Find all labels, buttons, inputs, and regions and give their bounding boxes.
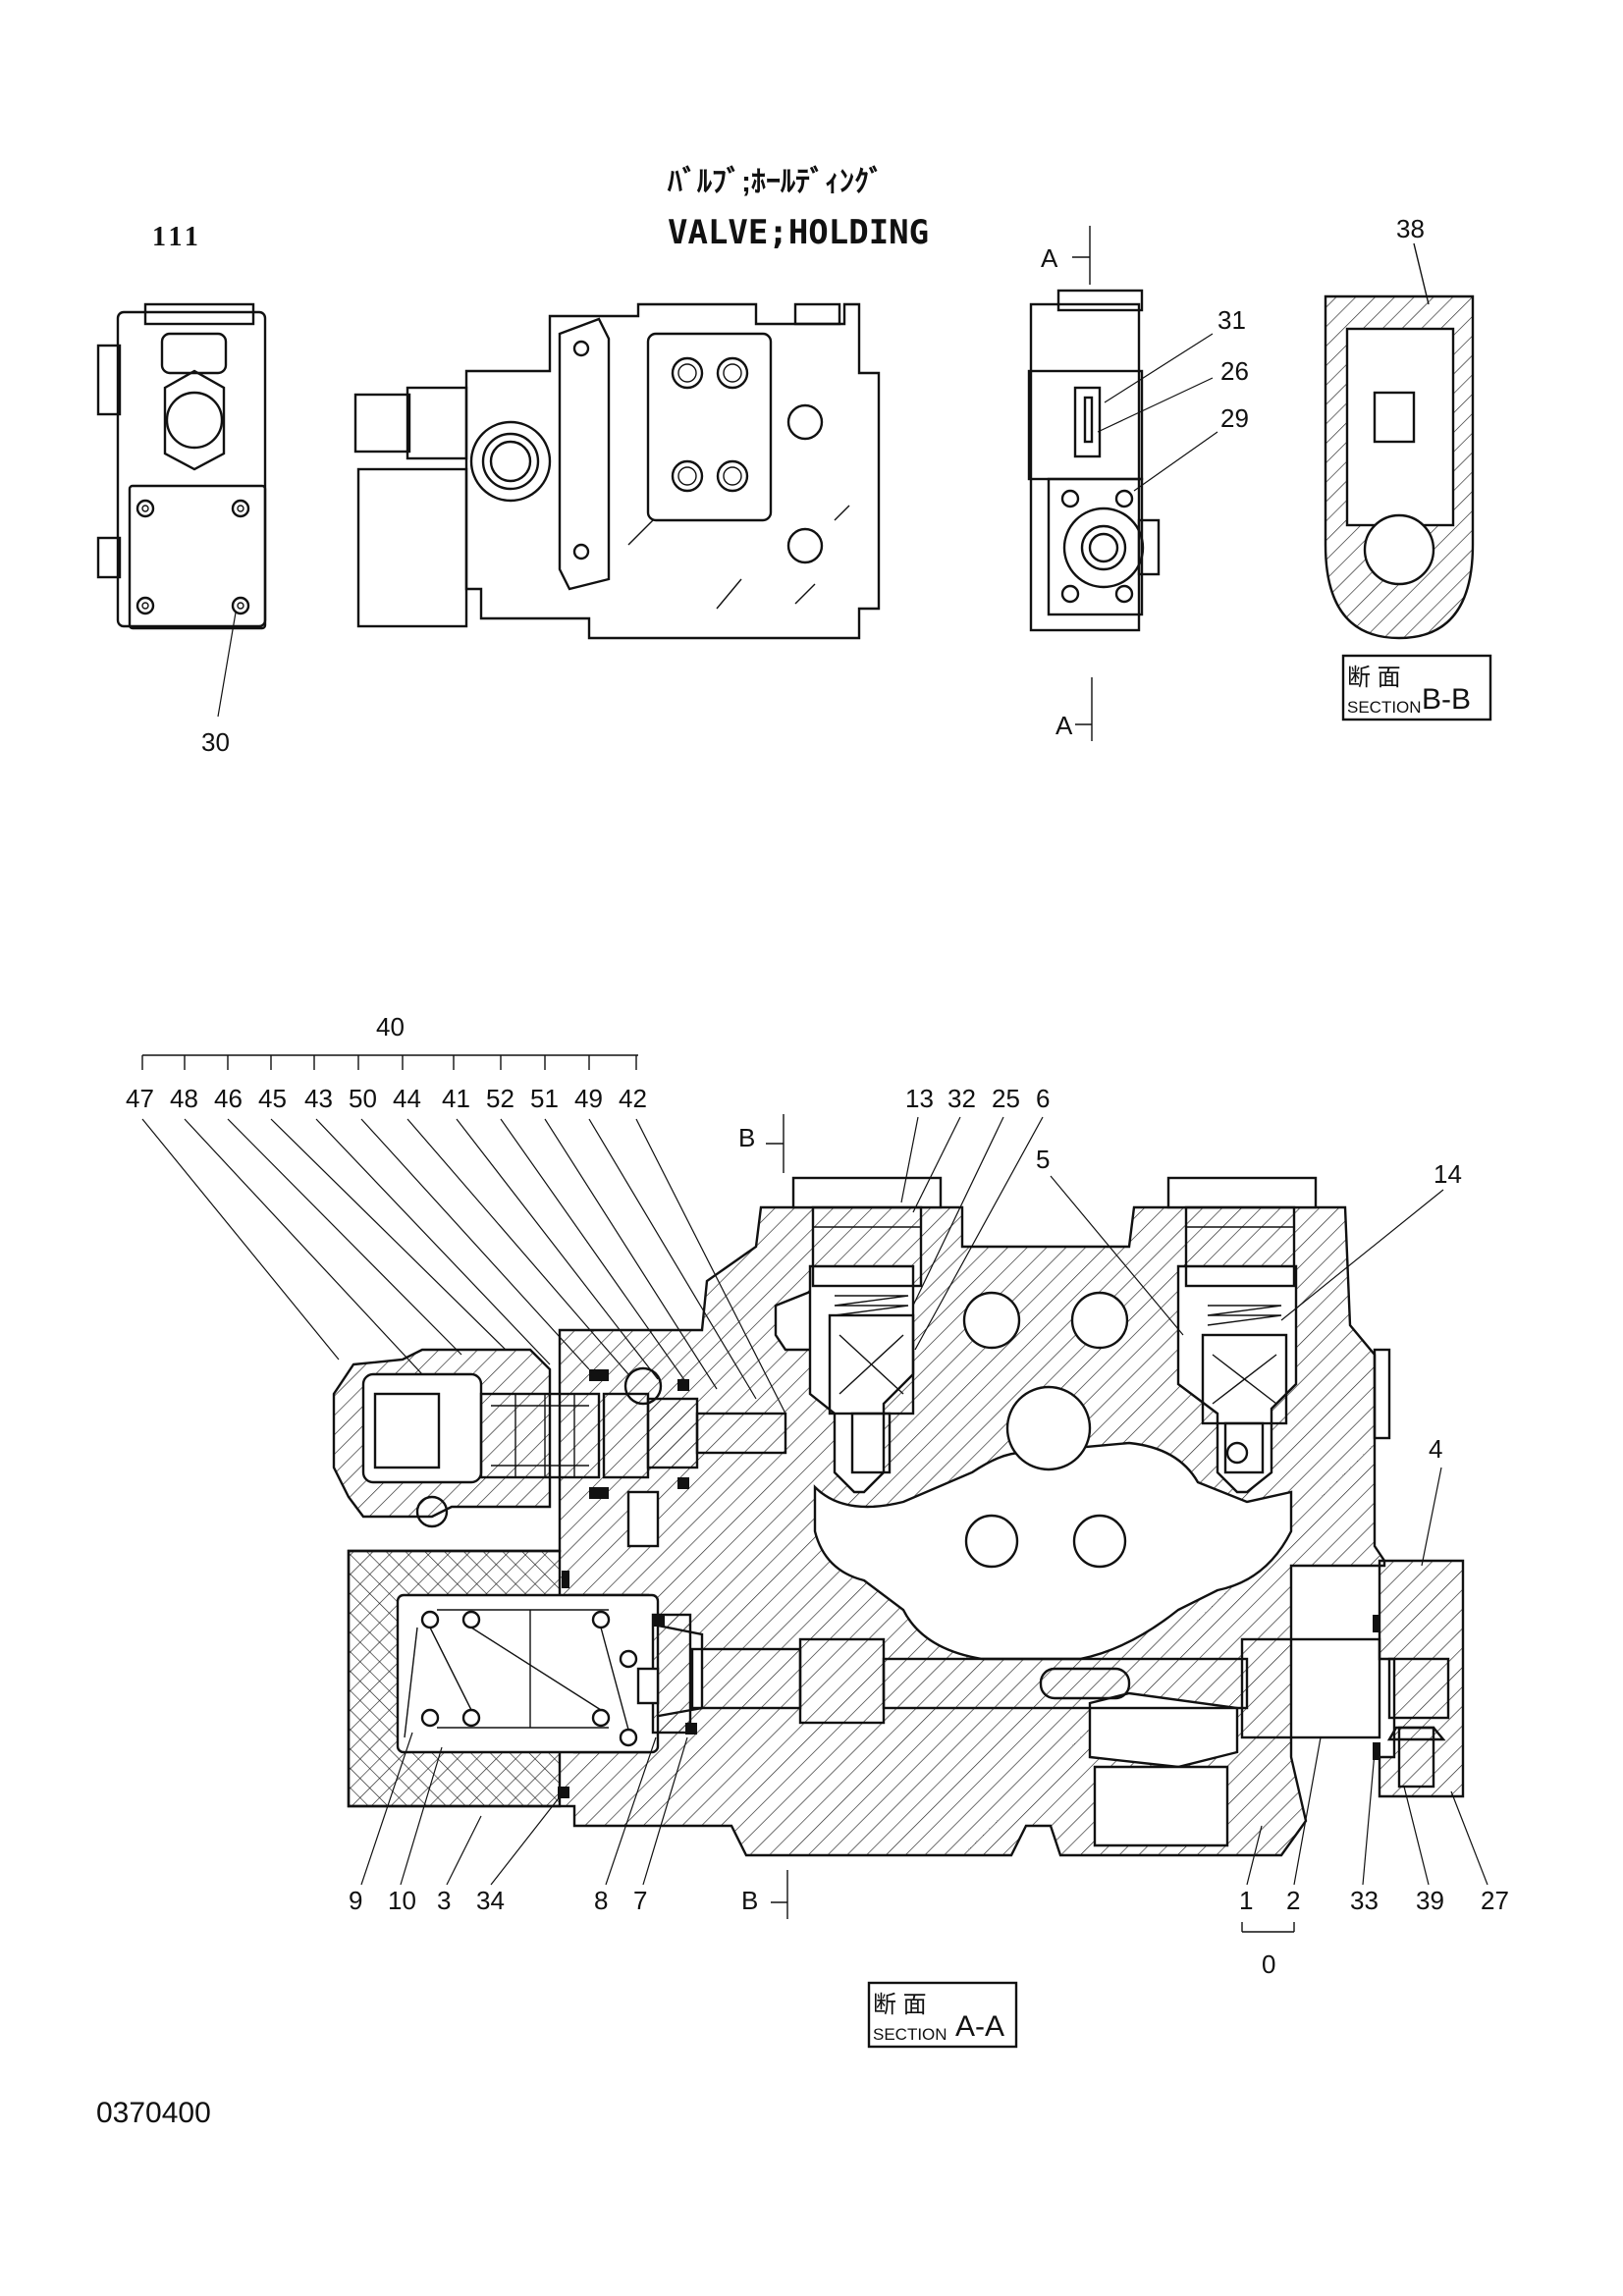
svg-text:33: 33 [1350,1886,1379,1915]
svg-text:7: 7 [633,1886,647,1915]
svg-text:43: 43 [304,1084,333,1113]
section-bb-view [1324,242,1475,640]
group-label-40: 40 [376,1012,405,1041]
section-bottom-callouts: 9 10 3 34 8 7 1 2 33 39 27 [349,1732,1509,1915]
svg-text:4: 4 [1429,1434,1442,1464]
svg-text:46: 46 [214,1084,243,1113]
svg-text:断 面: 断 面 [1347,665,1401,691]
svg-text:39: 39 [1416,1886,1444,1915]
svg-text:8: 8 [594,1886,608,1915]
spring-left [404,1609,638,1747]
callout-29: 29 [1220,403,1249,433]
front-view [353,302,881,640]
callout-26: 26 [1220,356,1249,386]
cut-marker-a-top: A [1041,243,1058,273]
subgroup-0-bracket [1241,1922,1295,1933]
subgroup-label-0: 0 [1262,1949,1275,1979]
svg-text:51: 51 [530,1084,559,1113]
svg-text:B-B: B-B [1422,683,1471,716]
svg-text:45: 45 [258,1084,287,1113]
svg-text:47: 47 [126,1084,154,1113]
svg-text:9: 9 [349,1886,362,1915]
group-40-callouts: 47 48 46 45 43 50 44 41 52 51 49 42 [126,1084,647,1113]
svg-text:1: 1 [1239,1886,1253,1915]
svg-text:44: 44 [393,1084,421,1113]
cut-marker-b-bottom: B [741,1886,758,1915]
end-view-right [1027,226,1218,741]
svg-text:3: 3 [437,1886,451,1915]
svg-text:34: 34 [476,1886,505,1915]
figure-number: 111 [152,222,202,252]
title-english: VALVE;HOLDING [668,213,929,252]
drawing-number: 0370400 [96,2097,211,2129]
end-view-left [96,302,267,718]
svg-text:2: 2 [1286,1886,1300,1915]
section-bb-label: 断 面 SECTION B-B [1341,654,1492,721]
svg-text:42: 42 [619,1084,647,1113]
svg-text:48: 48 [170,1084,198,1113]
svg-text:SECTION: SECTION [1347,698,1422,717]
svg-text:SECTION: SECTION [873,2025,947,2044]
section-aa-view [332,1114,1465,1919]
svg-text:6: 6 [1036,1084,1050,1113]
section-top-callouts: 13 32 25 6 5 14 4 [900,1084,1462,1567]
callout-31: 31 [1217,305,1246,335]
cut-marker-a-bottom: A [1055,711,1073,740]
svg-text:10: 10 [388,1886,416,1915]
svg-text:5: 5 [1036,1145,1050,1174]
svg-text:52: 52 [486,1084,514,1113]
callout-38: 38 [1396,214,1425,243]
svg-text:A-A: A-A [955,2010,1004,2043]
svg-text:32: 32 [947,1084,976,1113]
svg-text:41: 41 [442,1084,470,1113]
cut-marker-b-top: B [738,1123,755,1152]
group-40-bracket [141,1054,638,1070]
section-aa-label: 断 面 SECTION A-A [867,1981,1018,2049]
svg-text:50: 50 [349,1084,377,1113]
callout-30: 30 [201,727,230,757]
title-japanese: ﾊﾞﾙﾌﾞ;ﾎｰﾙﾃﾞｨﾝｸﾞ [667,166,884,198]
svg-text:25: 25 [992,1084,1020,1113]
svg-text:49: 49 [574,1084,603,1113]
svg-text:13: 13 [905,1084,934,1113]
svg-text:27: 27 [1481,1886,1509,1915]
svg-text:14: 14 [1434,1159,1462,1189]
svg-text:断 面: 断 面 [873,1992,927,2018]
